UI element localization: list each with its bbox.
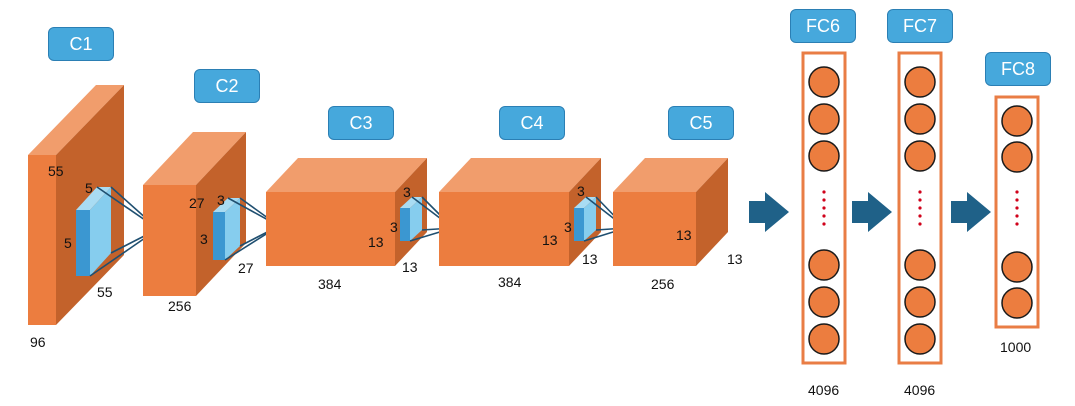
- kernel2-w-label: 3: [200, 231, 208, 247]
- layer-label-fc6: FC6: [790, 9, 856, 43]
- right-arrow-icon: [951, 192, 991, 232]
- fc7-column: [897, 51, 943, 365]
- fc7-size-label: 4096: [904, 382, 936, 398]
- c5-depth-label: 256: [651, 276, 675, 292]
- kernel1-w-label: 5: [64, 235, 72, 251]
- c3-depth-label: 384: [318, 276, 342, 292]
- c4-width-label: 13: [582, 251, 598, 267]
- fc8-border: [994, 95, 1040, 329]
- layer-label-c2: C2: [194, 69, 260, 103]
- neuron-circle-icon: [904, 103, 936, 135]
- layer-label-fc7: FC7: [887, 9, 953, 43]
- c4-kernel-front: [574, 208, 584, 241]
- neuron-circle-icon: [904, 140, 936, 172]
- layer-label-c5: C5: [668, 106, 734, 140]
- c4-block-top: [439, 158, 601, 192]
- neuron-circle-icon: [904, 66, 936, 98]
- layer-label-c1: C1: [48, 27, 114, 61]
- c2-depth-label: 256: [168, 298, 192, 314]
- c3-block: [266, 158, 427, 266]
- vertical-dots-icon: [918, 190, 922, 226]
- layer-label-fc8: FC8: [985, 52, 1051, 86]
- c2-block-top: [143, 132, 246, 185]
- fc6-border: [801, 51, 847, 365]
- c5-block: [613, 158, 728, 266]
- layer-label-c3: C3: [328, 106, 394, 140]
- neuron-circle-icon: [1001, 287, 1033, 319]
- neuron-circle-icon: [1001, 141, 1033, 173]
- c5-block-front: [613, 192, 696, 266]
- c2-height-label: 27: [189, 195, 205, 211]
- fc8-size-label: 1000: [1000, 339, 1032, 355]
- fc6-size-label: 4096: [808, 382, 840, 398]
- c3-width-label: 13: [402, 259, 418, 275]
- neuron-circle-icon: [808, 140, 840, 172]
- c5-block-top: [613, 158, 728, 192]
- c1-kernel-side: [90, 187, 111, 276]
- c4-height-label: 13: [542, 232, 558, 248]
- c3-height-label: 13: [368, 234, 384, 250]
- neuron-circle-icon: [904, 249, 936, 281]
- c5-block-side: [696, 158, 728, 266]
- neuron-circle-icon: [808, 66, 840, 98]
- c1-block-top: [28, 85, 124, 155]
- c3-kernel-side: [410, 197, 422, 241]
- neuron-circle-icon: [808, 249, 840, 281]
- fc7-border: [897, 51, 943, 365]
- vertical-dots-icon: [1015, 190, 1019, 226]
- right-arrow-icon: [852, 192, 892, 232]
- kernel4-w-label: 3: [564, 219, 572, 235]
- c1-block-front: [28, 155, 56, 325]
- c1-depth-label: 96: [30, 334, 46, 350]
- vertical-dots-icon: [822, 190, 826, 226]
- kernel2-h-label: 3: [217, 192, 225, 208]
- neuron-circle-icon: [808, 323, 840, 355]
- neuron-circle-icon: [1001, 105, 1033, 137]
- neuron-circle-icon: [808, 103, 840, 135]
- c1-kernel-front: [76, 210, 90, 276]
- c3-block-front: [266, 192, 395, 266]
- neuron-circle-icon: [904, 286, 936, 318]
- neuron-circle-icon: [808, 286, 840, 318]
- kernel4-h-label: 3: [577, 183, 585, 199]
- neuron-circle-icon: [904, 323, 936, 355]
- fc8-column: [994, 95, 1040, 329]
- c2-kernel-side: [225, 198, 240, 260]
- kernel3-h-label: 3: [403, 184, 411, 200]
- c4-block-front: [439, 192, 569, 266]
- c1-height-label: 55: [48, 163, 64, 179]
- c5-height-label: 13: [676, 227, 692, 243]
- c3-block-top: [266, 158, 427, 192]
- right-arrow-icon: [749, 192, 789, 232]
- neuron-circle-icon: [1001, 251, 1033, 283]
- kernel1-h-label: 5: [85, 180, 93, 196]
- c4-kernel-side: [584, 197, 596, 241]
- kernel3-w-label: 3: [390, 219, 398, 235]
- c2-width-label: 27: [238, 260, 254, 276]
- c2-kernel: [213, 197, 280, 261]
- c2-block-front: [143, 185, 196, 296]
- layer-label-c4: C4: [499, 106, 565, 140]
- c2-kernel-front: [213, 212, 225, 260]
- fc6-column: [801, 51, 847, 365]
- c5-width-label: 13: [727, 251, 743, 267]
- c1-kernel-top: [76, 187, 111, 210]
- c1-width-label: 55: [97, 284, 113, 300]
- c3-kernel-front: [400, 208, 410, 241]
- c4-depth-label: 384: [498, 274, 522, 290]
